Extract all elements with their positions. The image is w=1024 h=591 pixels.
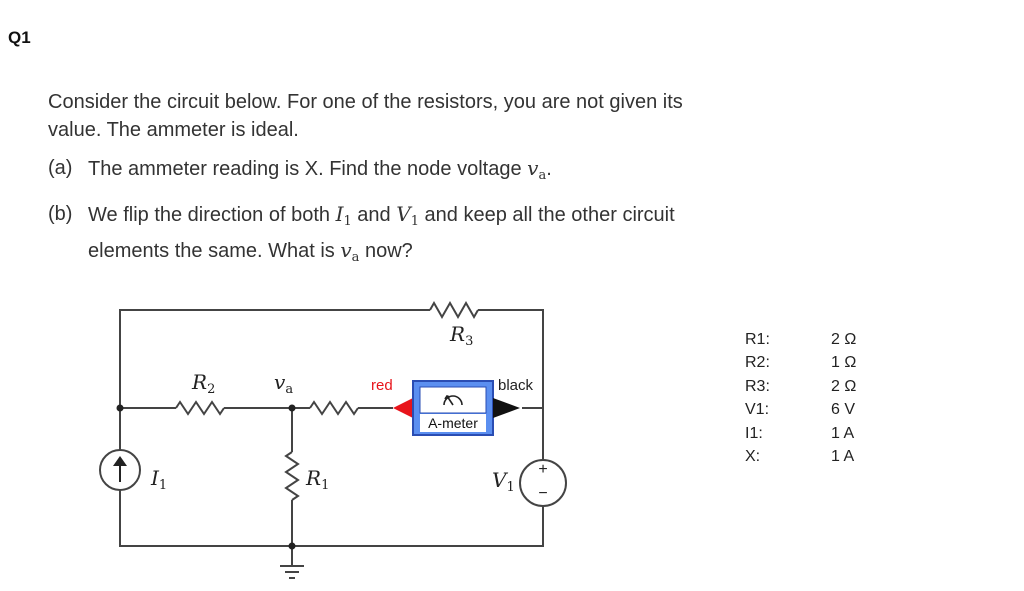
ammeter-face — [419, 386, 487, 414]
node-left — [116, 404, 124, 412]
wire-left-bottom — [119, 490, 544, 547]
wire-top-right — [478, 309, 544, 408]
r2-label: R2 — [191, 370, 215, 397]
resistor-r-mid — [309, 400, 359, 416]
red-probe-icon — [393, 398, 413, 418]
node-va — [288, 404, 296, 412]
resistor-r1 — [284, 451, 300, 501]
current-source-icon — [99, 449, 141, 491]
ammeter-dial-icon — [443, 395, 463, 406]
ground-icon — [280, 565, 304, 579]
part-a-text: The ammeter reading is X. Find the node … — [88, 156, 552, 183]
minus-sign: − — [538, 485, 547, 502]
question-number: Q1 — [8, 28, 31, 47]
black-probe-label: black — [498, 377, 534, 394]
problem-intro: Consider the circuit below. For one of t… — [48, 91, 683, 141]
r3-label: R3 — [449, 322, 473, 349]
resistor-r2 — [175, 400, 225, 416]
part-b-text: We flip the direction of both I1 and V1 … — [88, 202, 675, 265]
ammeter-label-bg — [420, 414, 486, 432]
component-values-table: R1:2 Ω R2:1 Ω R3:2 Ω V1:6 V I1:1 A X:1 A — [745, 328, 891, 469]
black-probe-icon — [493, 398, 520, 418]
part-a-tag: (a) — [48, 157, 73, 179]
wire-top-left — [119, 309, 430, 410]
value-row: X:1 A — [745, 448, 855, 466]
value-row: R1:2 Ω — [745, 330, 857, 348]
r1-label: R1 — [305, 466, 329, 493]
part-b-tag: (b) — [48, 203, 73, 225]
va-label: va — [274, 370, 293, 397]
ammeter-label: A-meter — [428, 415, 478, 431]
node-ground — [288, 542, 296, 550]
value-row: R3:2 Ω — [745, 377, 857, 395]
v1-label: V1 — [492, 468, 515, 495]
problem-statement: Consider the circuit below. For one of t… — [48, 88, 688, 272]
value-row: I1:1 A — [745, 424, 855, 442]
part-a: (a) The ammeter reading is X. Find the n… — [48, 154, 688, 190]
value-row: V1:6 V — [745, 401, 856, 419]
i1-label: I1 — [150, 466, 167, 493]
resistor-r3 — [429, 300, 479, 320]
value-row: R2:1 Ω — [745, 354, 857, 372]
voltage-source-icon: + − — [519, 459, 567, 507]
plus-sign: + — [538, 461, 547, 478]
part-b: (b) We flip the direction of both I1 and… — [48, 200, 688, 272]
red-probe-label: red — [371, 377, 393, 394]
wire-mid-4 — [522, 407, 544, 460]
